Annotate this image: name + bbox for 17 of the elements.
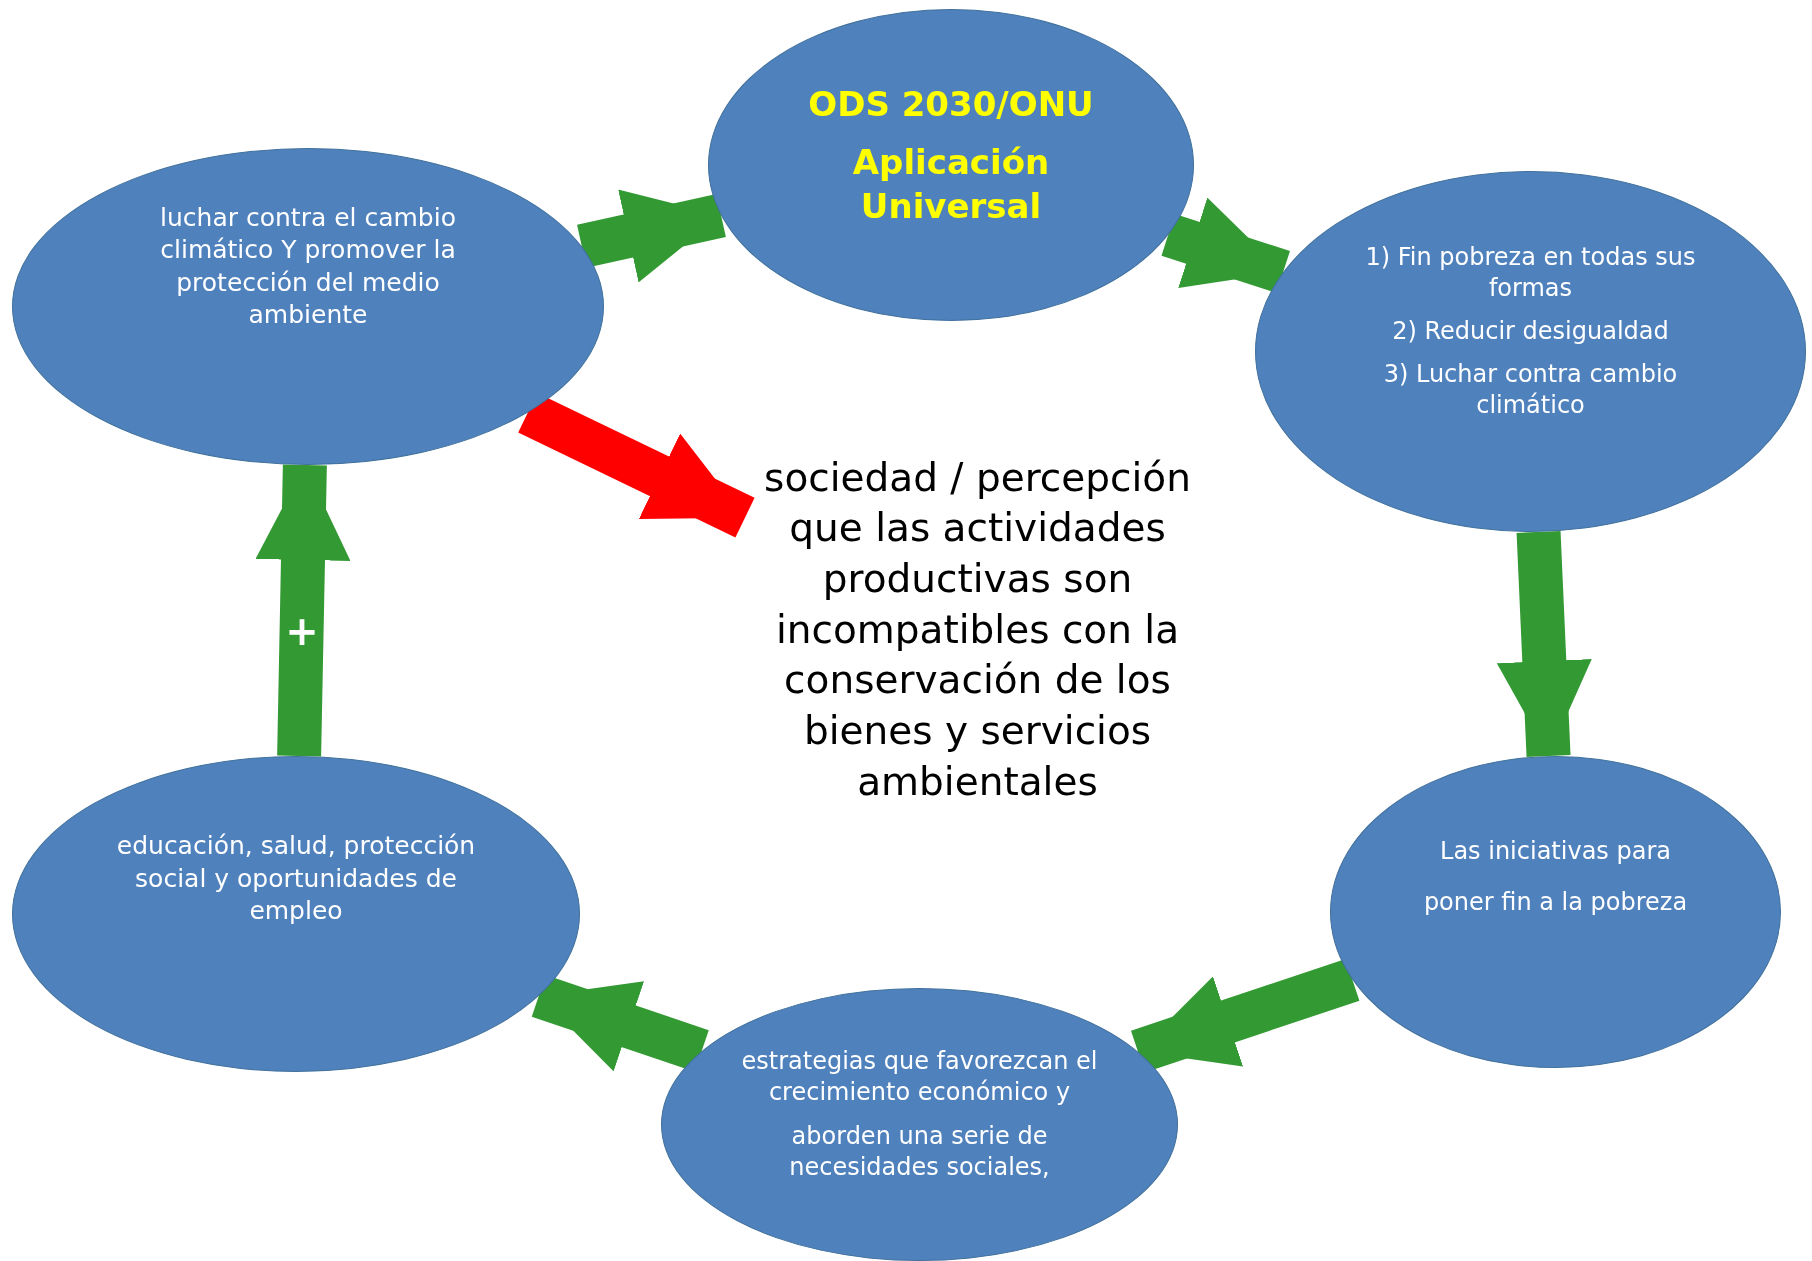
node-text: aborden una serie de necesidades sociales, [788, 1120, 1051, 1183]
node-text: Las iniciativas para [1440, 835, 1671, 867]
node-text: estrategias que favorezcan el crecimiento económico y [740, 1046, 1099, 1109]
arrow [1161, 197, 1290, 293]
arrow [1496, 530, 1592, 758]
arrow [255, 464, 351, 757]
node-text: 1) Fin pobreza en todas sus formas [1364, 241, 1697, 304]
node-text: sociedad / percepción que las actividades productivas son incompatibles con la conservación de los bienes y servicios ambientales [763, 453, 1192, 806]
arrow [577, 189, 726, 283]
node-text: 2) Reducir desigualdad [1392, 315, 1669, 347]
edge-label: + [285, 607, 319, 654]
node-text: Aplicación Universal [851, 140, 1051, 229]
node-text: poner fin a la pobreza [1423, 887, 1688, 918]
node-text: 3) Luchar contra cambio climático [1382, 359, 1679, 422]
node-text: ODS 2030/ONU [808, 82, 1094, 126]
node-text: educación, salud, protección social y oportunidades de empleo [115, 830, 477, 928]
node-text: luchar contra el cambio climático Y promover la protección del medio ambiente [159, 201, 457, 331]
